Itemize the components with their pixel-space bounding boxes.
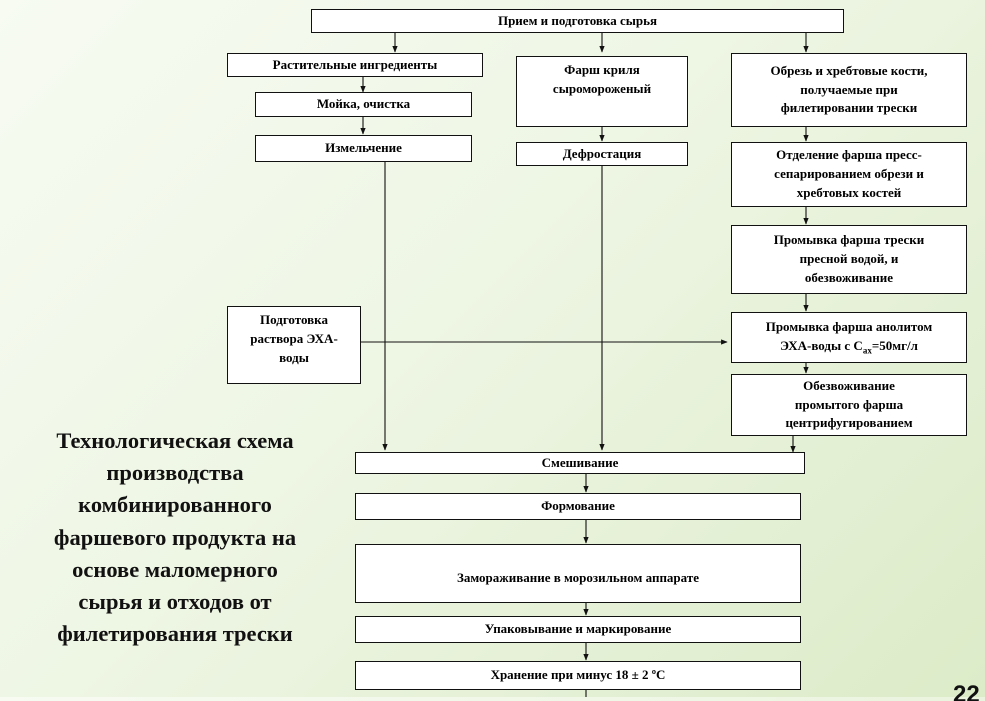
step-receive: Прием и подготовка сырья: [311, 9, 844, 33]
step-store: Хранение при минус 18 ± 2 ºС: [355, 661, 801, 690]
anolyte-line2-prefix: ЭХА-воды с С: [780, 337, 863, 353]
page-number: 22: [953, 681, 980, 701]
step-mix: Смешивание: [355, 452, 805, 474]
step-plant-ingredients: Растительные ингредиенты: [227, 53, 483, 77]
step-wash: Мойка, очистка: [255, 92, 472, 117]
anolyte-line1: Промывка фарша анолитом: [765, 318, 933, 334]
step-freeze: Замораживание в морозильном аппарате: [355, 544, 801, 603]
anolyte-subscript: ах: [862, 345, 872, 356]
step-form: Формование: [355, 493, 801, 520]
step-dewater: Обезвоживание промытого фарша центрифуги…: [731, 374, 967, 436]
diagram-title: Технологическая схема производства комби…: [53, 428, 297, 647]
step-trim: Обрезь и хребтовые кости, получаемые при…: [731, 53, 967, 127]
step-rinse: Промывка фарша трески пресной водой, и о…: [731, 225, 967, 294]
step-grind: Измельчение: [255, 135, 472, 162]
step-krill: Фарш криля сыромороженый: [516, 56, 688, 127]
step-pack: Упаковывание и маркирование: [355, 616, 801, 643]
anolyte-line2-suffix: =50мг/л: [871, 337, 918, 353]
step-defrost: Дефростация: [516, 142, 688, 166]
step-eha-prep: Подготовка раствора ЭХА- воды: [227, 306, 361, 384]
step-separate: Отделение фарша пресс- сепарированием об…: [731, 142, 967, 207]
step-anolyte-rinse: Промывка фарша анолитом ЭХА-воды с Сах=5…: [731, 312, 967, 363]
